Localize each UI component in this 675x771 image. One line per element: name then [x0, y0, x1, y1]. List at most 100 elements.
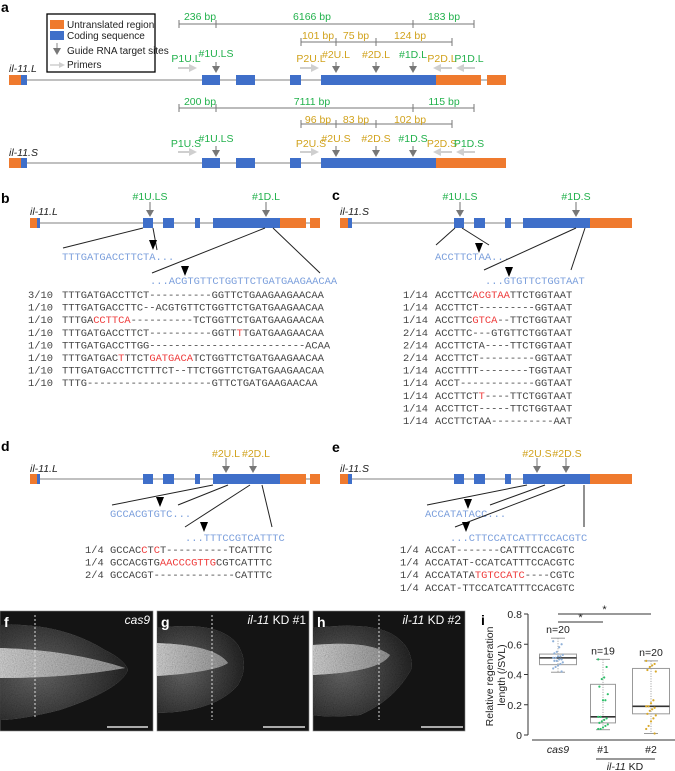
guide-label: #2U.S — [522, 448, 551, 460]
bp-bar-outer — [178, 20, 475, 28]
coding-exon — [202, 158, 220, 168]
utr-exon — [310, 218, 320, 228]
coding-exon — [505, 218, 511, 228]
coding-exon — [195, 474, 200, 484]
arrow-head — [562, 466, 570, 473]
data-point — [651, 708, 654, 711]
panel-label: i — [481, 612, 485, 628]
y-tick-label: 0 — [516, 730, 522, 742]
guide-arrow-icon — [572, 202, 580, 217]
panel-c: c il-11.S #1U.LS #1D.S ACCTTCTAA... ...G… — [332, 187, 632, 428]
guide-arrow-icon — [212, 146, 220, 157]
image-title: cas9 — [125, 613, 151, 627]
data-point — [599, 727, 602, 731]
n-label: n=20 — [546, 624, 570, 636]
zoom-line — [152, 227, 158, 251]
utr-exon — [487, 75, 506, 85]
sequence-segment: ACCATAT-CCATCATTTCCACGTC — [425, 558, 575, 570]
utr-exon — [30, 474, 37, 484]
read-sequence: ACCTTCTT----TTCTGGTAAT — [435, 391, 572, 403]
sequence-segment: ACCAT-TTCCATCATTTCCACGTC — [425, 583, 575, 595]
arrow-head — [249, 466, 257, 473]
image-title-rest: KD #2 — [424, 613, 461, 627]
zoom-line — [483, 227, 577, 271]
x-tick-label: cas9 — [547, 744, 569, 756]
mutated-bases: AACCCGTTG — [160, 558, 216, 570]
data-point — [598, 721, 601, 725]
image-title-gene: il-11 — [403, 613, 425, 627]
utr-swatch — [50, 20, 64, 29]
data-point — [597, 715, 600, 718]
sequence-segment: TTTGATGAC — [62, 353, 118, 365]
guide-arrow-icon — [212, 62, 220, 73]
guide-label: #2U.L — [212, 448, 240, 460]
data-point — [560, 643, 563, 646]
coding-exon — [236, 158, 255, 168]
utr-exon — [340, 474, 348, 484]
read-sequence: TTTGATGACCTTGG-------------------------A… — [62, 340, 331, 352]
coding-exon — [321, 158, 436, 168]
panel-label: d — [1, 438, 10, 454]
data-point — [647, 705, 650, 708]
panel-label: e — [332, 439, 340, 455]
sequence-segment: TTTGATGACCTTCT----------GGTTCTGAAGAAGAAC… — [62, 290, 325, 302]
zoom-line — [489, 484, 546, 506]
sequence-segment: ----CGTC — [525, 570, 575, 582]
guide-label: #2D.S — [552, 448, 581, 460]
arrow-head — [222, 466, 230, 473]
guide-label: #1U.LS — [442, 191, 477, 203]
utr-exon — [310, 474, 320, 484]
data-point — [597, 727, 600, 731]
gene-model — [340, 218, 632, 228]
read-fraction: 1/10 — [28, 353, 53, 365]
panel-label: g — [161, 614, 170, 630]
data-point — [560, 670, 563, 673]
utr-exon — [436, 75, 481, 85]
data-point — [605, 717, 608, 720]
bp-bar-inner — [300, 38, 453, 46]
read-sequence: TTTG--------------------GTTCTGATGAAGAACA… — [62, 378, 318, 390]
zoom-line — [151, 227, 266, 274]
group-label: il-11 KD — [607, 761, 644, 771]
panel-label: f — [4, 614, 9, 630]
data-point — [653, 732, 656, 735]
sequence-segment: ACCTTC---GTGTTCTGGTAAT — [435, 328, 572, 340]
guide-arrow-icon — [53, 43, 61, 55]
read-fraction: 1/4 — [400, 570, 419, 582]
arrow-head — [262, 210, 270, 217]
read-fraction: 1/14 — [403, 416, 428, 428]
data-point — [645, 705, 648, 708]
utr-exon — [590, 474, 632, 484]
bp-label: 96 bp — [305, 114, 331, 126]
sequence-segment: ACCTTCT — [435, 391, 479, 403]
read-sequence: TTTGATGACCTTCT----------GGTTTTGATGAAGAAC… — [62, 328, 325, 340]
mutated-bases: TGTCCATC — [475, 570, 525, 582]
bp-label: 101 bp — [302, 30, 334, 42]
mutated-bases: C — [154, 545, 160, 557]
cut-site-icon — [200, 522, 208, 532]
sequence-segment: ----TTCTGGTAAT — [485, 391, 572, 403]
coding-exon — [290, 75, 301, 85]
read-fraction: 1/10 — [28, 328, 53, 340]
data-point — [554, 656, 557, 659]
data-point — [601, 699, 605, 702]
utr-exon — [280, 474, 306, 484]
box — [632, 667, 670, 715]
guide-arrow-icon — [533, 458, 541, 473]
arrow-head — [332, 66, 340, 73]
legend-guide: Guide RNA target sites — [67, 46, 169, 57]
panel-e: e il-11.S #2U.S #2D.S ACCATATACC... ...C… — [332, 439, 632, 595]
primer-label: P1U.L — [171, 53, 200, 65]
panel-b: b il-11.L #1U.LS #1D.L TTTGATGACCTTCTA..… — [1, 190, 338, 390]
bp-label: 6166 bp — [293, 11, 331, 23]
data-point — [561, 661, 564, 664]
read-sequence: TTTGATGACCTTC--ACGTGTTCTGGTTCTGATGAAGAAC… — [62, 303, 325, 315]
data-point — [647, 724, 650, 728]
